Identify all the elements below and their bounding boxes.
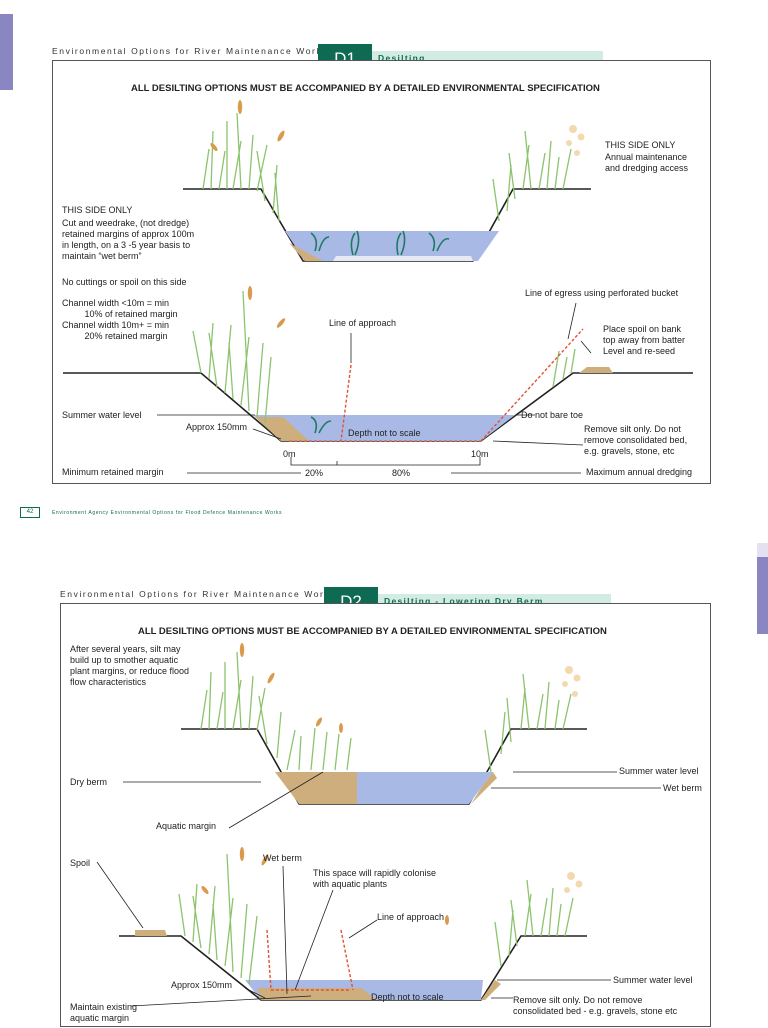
left-side-title: THIS SIDE ONLY [62,205,133,215]
summer-water-level-label: Summer water level [62,410,142,420]
summer-water-level-label-1: Summer water level [619,766,699,776]
side-tab-right-light [757,543,768,557]
p2-top-reed-heads [239,643,343,733]
approx-150-label: Approx 150mm [186,422,248,432]
page2-cross-sections [96,643,661,1007]
place-spoil-label: Place spoil on bank top away from batter… [603,324,686,356]
p2-bottom-grass-right [494,879,574,967]
pct-20-label: 20% [305,468,324,478]
page1-cross-sections [63,100,693,474]
wet-berm-label-1: Wet berm [663,783,702,793]
page1-banner: ALL DESILTING OPTIONS MUST BE ACCOMPANIE… [131,83,600,94]
line-of-approach-label: Line of approach [329,318,397,328]
right-side-body: Annual maintenance and dredging access [605,152,689,173]
page2-diagram-panel: ALL DESILTING OPTIONS MUST BE ACCOMPANIE… [60,603,711,1027]
line-of-approach-label-2: Line of approach [377,912,445,922]
spoil-label: Spoil [70,858,91,868]
p2-bottom-flower-heads [564,872,583,893]
maintain-existing-label: Maintain existing aquatic margin [70,1002,138,1023]
ten-m-label: 10m [471,449,489,459]
page2-header-title: Environmental Options for River Maintena… [60,589,337,599]
page-number: 42 [20,507,40,518]
p2-top-grass-right [484,673,572,773]
p2-bottom-grass-left [178,853,258,985]
approx-150-label-2: Approx 150mm [171,980,233,990]
wet-berm-label-2: Wet berm [263,853,302,863]
side-tab-left [0,14,13,90]
pct-80-label: 80% [392,468,411,478]
summer-water-level-label-2: Summer water level [613,975,693,985]
remove-silt-label-2: Remove silt only. Do not remove consolid… [513,995,678,1016]
aquatic-margin-label: Aquatic margin [156,821,217,831]
channel-width-note: Channel width <10m = min 10% of retained… [62,298,178,341]
footer-text: Environment Agency Environmental Options… [52,510,283,516]
side-tab-right [757,557,768,634]
top-grass-left [202,112,280,222]
left-side-body: Cut and weedrake, (not dredge) retained … [62,218,195,261]
depth-not-to-scale-label: Depth not to scale [348,428,421,438]
after-several-years-label: After several years, silt may build up t… [70,644,190,687]
p2-top-flower-heads [562,666,581,697]
bottom-reed-heads [247,286,286,328]
colonise-label: This space will rapidly colonise with aq… [313,868,437,889]
min-retained-margin-label: Minimum retained margin [62,467,164,477]
max-annual-dredging-label: Maximum annual dredging [586,467,693,477]
remove-silt-label: Remove silt only. Do not remove consolid… [584,424,688,456]
right-side-title: THIS SIDE ONLY [605,140,676,150]
aquatic-plants [310,230,450,256]
page1-diagram-panel: ALL DESILTING OPTIONS MUST BE ACCOMPANIE… [52,60,711,484]
top-grass-right [492,130,572,222]
do-not-bare-toe-label: Do not bare toe [521,410,584,420]
p2-top-grass-left [200,651,352,771]
top-reed-heads [210,100,285,152]
bottom-grass-left [192,290,272,424]
bottom-grass-right [552,348,576,388]
zero-m-label: 0m [283,449,296,459]
depth-not-to-scale-label-2: Depth not to scale [371,992,444,1002]
no-cuttings-note: No cuttings or spoil on this side [62,277,187,287]
line-of-egress-label: Line of egress using perforated bucket [525,288,679,298]
dry-berm-label: Dry berm [70,777,108,787]
p2-bottom-reed-heads [201,847,449,925]
page1-header-title: Environmental Options for River Maintena… [52,46,329,56]
top-flower-heads [566,125,585,156]
page2-banner: ALL DESILTING OPTIONS MUST BE ACCOMPANIE… [138,626,607,637]
